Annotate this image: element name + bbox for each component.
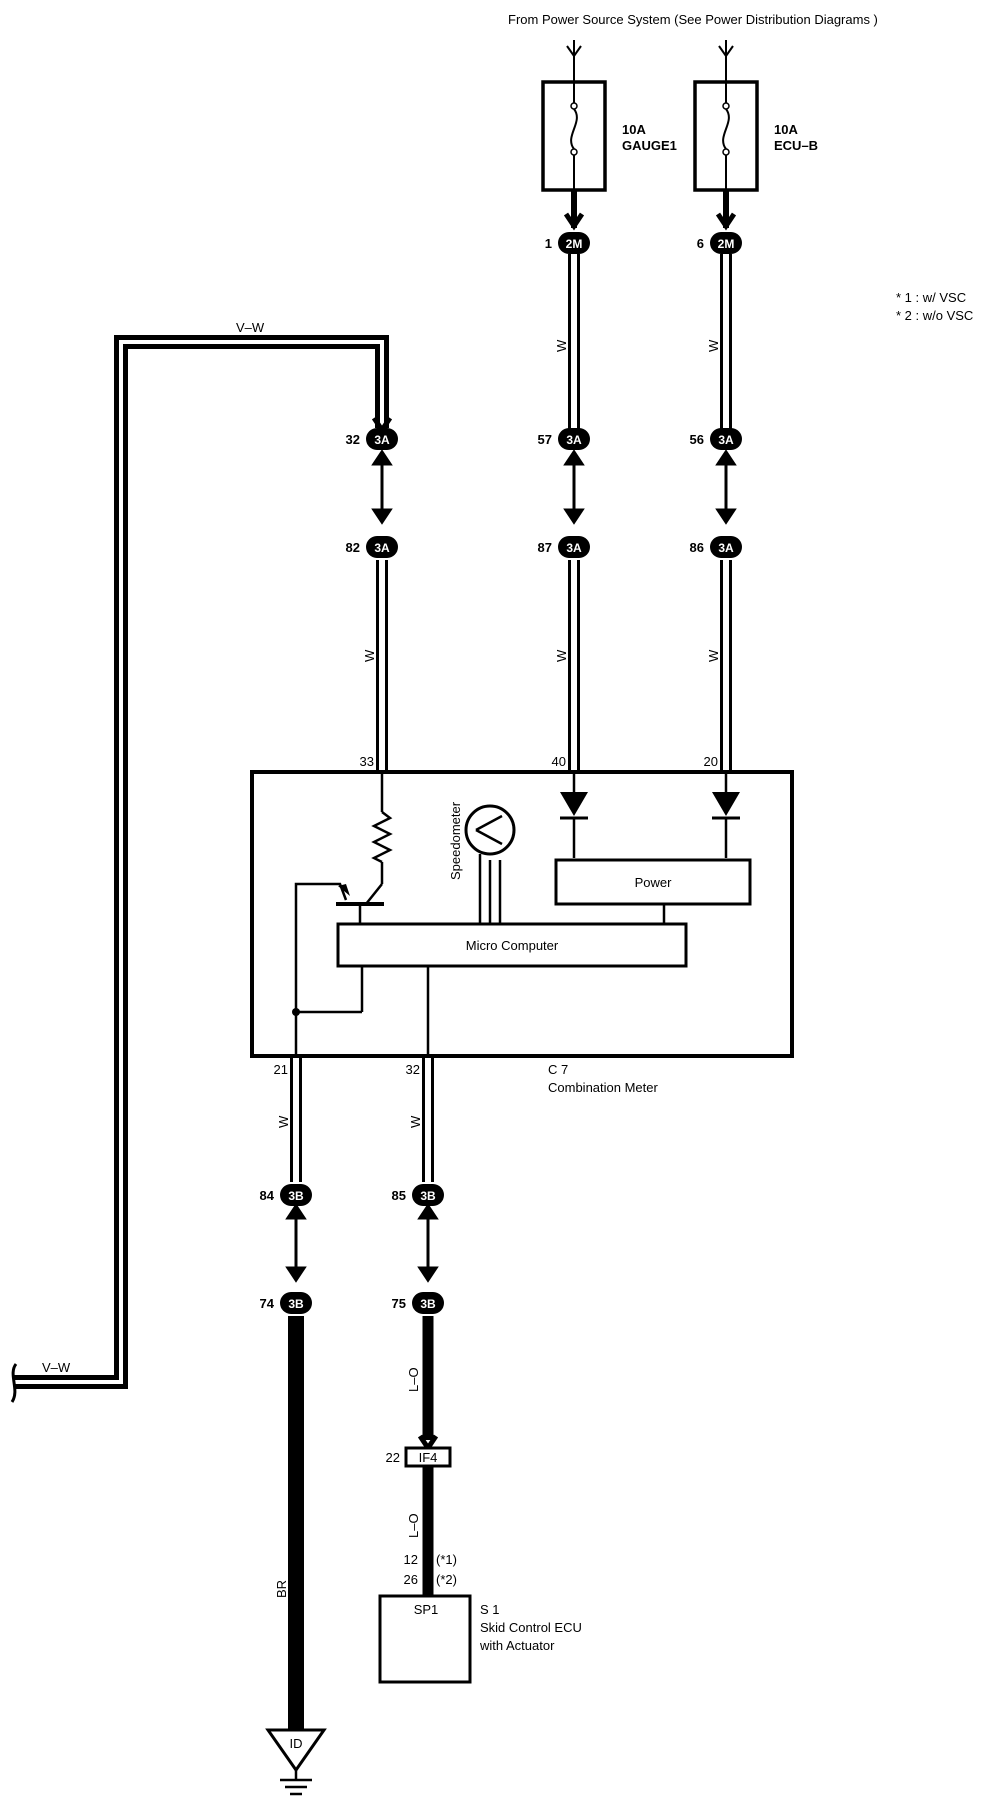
power-arrow-right	[718, 40, 734, 82]
connector-3a-86: 3A 86	[690, 536, 742, 558]
svg-text:87: 87	[538, 540, 552, 555]
svg-text:3A: 3A	[374, 541, 390, 555]
meter-pin-40: 40	[552, 754, 566, 769]
svg-text:86: 86	[690, 540, 704, 555]
speedometer-gauge	[464, 804, 516, 856]
fuse-gauge1-amp: 10A	[622, 122, 646, 137]
skid-control-ecu-box	[378, 1594, 472, 1684]
diode-40	[560, 792, 588, 820]
ecu-pin-12: 12	[404, 1552, 418, 1567]
ecu-pin-26-note: (*2)	[436, 1572, 457, 1587]
power-block-label: Power	[635, 875, 673, 890]
fuse-ecu-b	[693, 80, 759, 192]
wire-label-w-2: W	[706, 339, 721, 352]
power-arrow-left	[566, 40, 582, 82]
fuse-ecu-b-amp: 10A	[774, 122, 798, 137]
ecu-pin-12-note: (*1)	[436, 1552, 457, 1567]
wire-label-w-6: W	[276, 1115, 291, 1128]
transistor-emitter-arrow	[338, 884, 350, 896]
connector-3b-74: 3B 74	[260, 1292, 312, 1314]
ecu-pin-26: 26	[404, 1572, 418, 1587]
combination-meter-box	[250, 770, 794, 1058]
ground-symbol	[265, 1728, 327, 1796]
meter-id: C 7	[548, 1062, 568, 1077]
svg-text:3B: 3B	[420, 1297, 436, 1311]
arrow-links	[285, 449, 737, 1283]
ecu-id: S 1	[480, 1602, 500, 1617]
svg-text:57: 57	[538, 432, 552, 447]
svg-text:3A: 3A	[566, 433, 582, 447]
wire-label-w-1: W	[554, 339, 569, 352]
fuse-gauge1	[541, 80, 607, 192]
wire-label-lo-2: L–O	[406, 1513, 421, 1538]
svg-text:22: 22	[386, 1450, 400, 1465]
power-block	[554, 858, 752, 906]
white-wires	[290, 254, 732, 1182]
wire-label-w-5: W	[706, 649, 721, 662]
svg-text:56: 56	[690, 432, 704, 447]
svg-text:3A: 3A	[718, 433, 734, 447]
svg-text:3B: 3B	[288, 1297, 304, 1311]
ground-label: ID	[290, 1736, 303, 1751]
svg-text:3B: 3B	[288, 1189, 304, 1203]
meter-name: Combination Meter	[548, 1080, 658, 1095]
meter-pin-33: 33	[360, 754, 374, 769]
svg-text:3A: 3A	[374, 433, 390, 447]
meter-pin-32: 32	[406, 1062, 420, 1077]
wire-label-w-7: W	[408, 1115, 423, 1128]
svg-text:1: 1	[545, 236, 552, 251]
power-source-label: From Power Source System (See Power Dist…	[508, 12, 878, 27]
svg-text:85: 85	[392, 1188, 406, 1203]
meter-pin-21: 21	[274, 1062, 288, 1077]
note-wo-vsc: * 2 : w/o VSC	[896, 308, 973, 323]
svg-text:3B: 3B	[420, 1189, 436, 1203]
micro-computer-label: Micro Computer	[466, 938, 559, 953]
ecu-name-line2: with Actuator	[479, 1638, 555, 1653]
svg-text:75: 75	[392, 1296, 406, 1311]
fuse-gauge1-name: GAUGE1	[622, 138, 677, 153]
connector-3b-75: 3B 75	[392, 1292, 444, 1314]
wire-label-br: BR	[274, 1580, 289, 1598]
connector-3a-82: 3A 82	[346, 536, 398, 558]
connector-2m-1: 2M 1	[545, 232, 590, 254]
meter-internals	[294, 774, 728, 1056]
svg-text:6: 6	[697, 236, 704, 251]
svg-text:3A: 3A	[566, 541, 582, 555]
connector-3a-32: 3A 32	[346, 428, 398, 450]
connector-3b-84: 3B 84	[260, 1184, 312, 1206]
connector-3b-85: 3B 85	[392, 1184, 444, 1206]
wire-label-vw-bottom: V–W	[42, 1360, 71, 1375]
fuse-ecu-b-name: ECU–B	[774, 138, 818, 153]
svg-text:3A: 3A	[718, 541, 734, 555]
connector-3a-56: 3A 56	[690, 428, 742, 450]
svg-text:32: 32	[346, 432, 360, 447]
speedometer-label: Speedometer	[448, 801, 463, 880]
svg-text:82: 82	[346, 540, 360, 555]
micro-computer-block	[336, 922, 688, 968]
meter-junction-dot	[292, 1008, 300, 1016]
ecu-terminal-sp1: SP1	[414, 1602, 439, 1617]
connector-3a-87: 3A 87	[538, 536, 590, 558]
svg-text:74: 74	[260, 1296, 275, 1311]
connector-3a-57: 3A 57	[538, 428, 590, 450]
wire-label-lo-1: L–O	[406, 1367, 421, 1392]
wire-label-vw-top: V–W	[236, 320, 265, 335]
svg-text:IF4: IF4	[419, 1450, 438, 1465]
diode-20	[712, 792, 740, 820]
meter-pin-20: 20	[704, 754, 718, 769]
svg-text:2M: 2M	[718, 237, 735, 251]
connector-2m-6: 2M 6	[697, 232, 742, 254]
wire-label-w-4: W	[554, 649, 569, 662]
connector-if4: IF4 22	[386, 1446, 452, 1468]
ecu-name-line1: Skid Control ECU	[480, 1620, 582, 1635]
wire-v-w-break	[10, 1363, 18, 1403]
svg-text:84: 84	[260, 1188, 275, 1203]
wire-v-w	[14, 335, 389, 1389]
wire-label-w-3: W	[362, 649, 377, 662]
svg-text:2M: 2M	[566, 237, 583, 251]
note-w-vsc: * 1 : w/ VSC	[896, 290, 966, 305]
